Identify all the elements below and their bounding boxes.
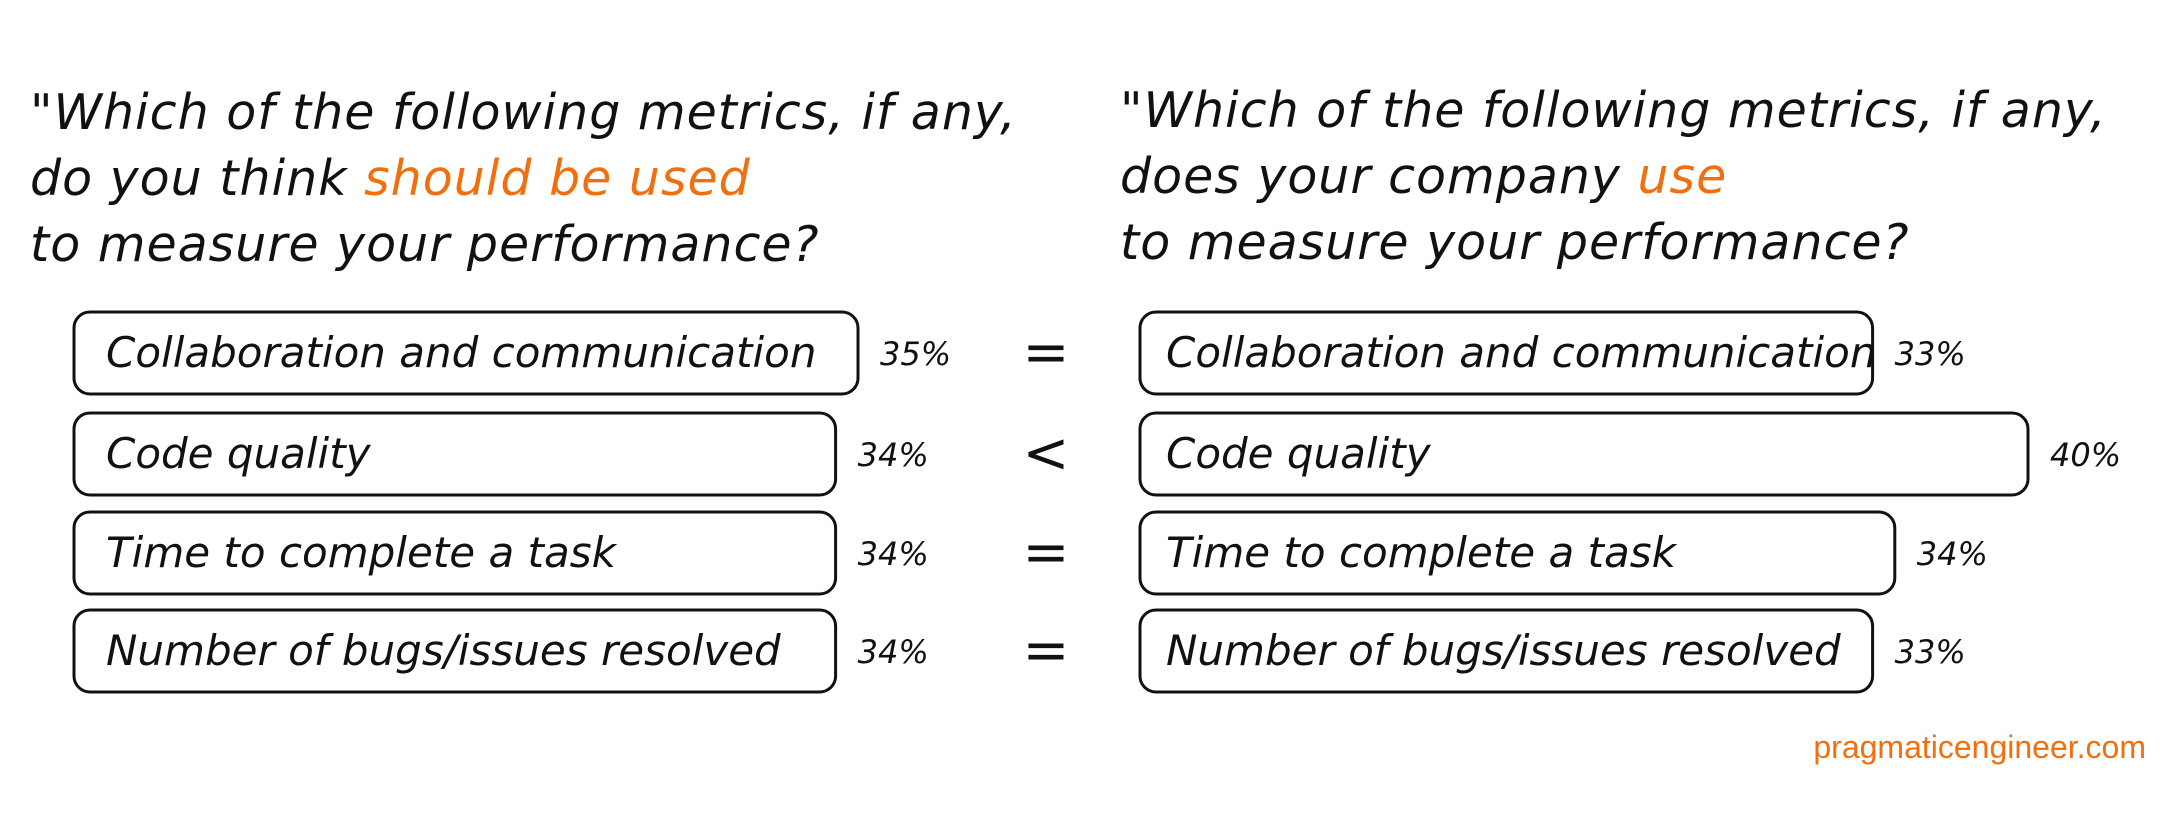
right-bar-row: Number of bugs/issues resolved 33% [1138, 608, 1966, 694]
right-bar-value-label: 34% [1917, 535, 1988, 573]
right-bar-label: Code quality [1166, 429, 1432, 478]
left-bar-value-label: 34% [858, 633, 929, 671]
left-bar [72, 411, 838, 497]
right-bar [1138, 608, 1875, 694]
left-bar-row: Time to complete a task 34% [72, 510, 929, 596]
left-bar [72, 608, 838, 694]
comparison-symbol: = [1023, 520, 1070, 585]
comparison-symbol: = [1023, 618, 1070, 683]
right-question-line1: "Which of the following metrics, if any, [1120, 82, 2107, 139]
right-bar-row: Code quality 40% [1138, 411, 2121, 497]
left-bar [72, 510, 838, 596]
left-bar-value-label: 34% [858, 436, 929, 474]
right-bar-row: Time to complete a task 34% [1138, 510, 1988, 596]
right-bar-value-label: 33% [1895, 335, 1966, 373]
comparison-symbol: < [1023, 421, 1070, 486]
left-question-line2-prefix: do you think [30, 150, 365, 207]
left-bar-row: Collaboration and communication 35% [72, 310, 951, 396]
right-question-line3: to measure your performance? [1120, 214, 1910, 271]
comparison-symbol: = [1023, 320, 1070, 385]
left-question-highlight: should be used [364, 150, 751, 207]
left-bar-row: Number of bugs/issues resolved 34% [72, 608, 929, 694]
brand-link[interactable]: pragmaticengineer.com [1813, 729, 2146, 765]
left-bar-row: Code quality 34% [72, 411, 929, 497]
left-question-line2: do you think should be used [30, 146, 1017, 212]
right-question-highlight: use [1637, 148, 1728, 205]
right-question-line2: does your company use [1120, 144, 2107, 210]
right-bar-label: Time to complete a task [1166, 528, 1678, 577]
right-bar-label: Number of bugs/issues resolved [1166, 626, 1841, 675]
right-bar-row: Collaboration and communication 33% [1138, 310, 1966, 396]
right-bar [1138, 411, 2030, 497]
left-question: "Which of the following metrics, if any,… [30, 80, 1017, 278]
left-bar-value-label: 34% [858, 535, 929, 573]
right-bar-value-label: 40% [2050, 436, 2121, 474]
right-bar [1138, 310, 1875, 396]
right-bar [1138, 510, 1897, 596]
left-bar-label: Number of bugs/issues resolved [106, 626, 781, 675]
right-question: "Which of the following metrics, if any,… [1120, 78, 2107, 276]
right-bar-label: Collaboration and communication [1166, 328, 1876, 377]
left-question-line3: to measure your performance? [30, 216, 820, 273]
left-bar-label: Collaboration and communication [106, 328, 816, 377]
left-bar-label: Time to complete a task [106, 528, 618, 577]
left-question-line1: "Which of the following metrics, if any, [30, 84, 1017, 141]
left-bar-label: Code quality [106, 429, 372, 478]
right-bar-value-label: 33% [1895, 633, 1966, 671]
left-bar-value-label: 35% [880, 335, 951, 373]
left-bar [72, 310, 860, 396]
right-question-line2-prefix: does your company [1120, 148, 1638, 205]
